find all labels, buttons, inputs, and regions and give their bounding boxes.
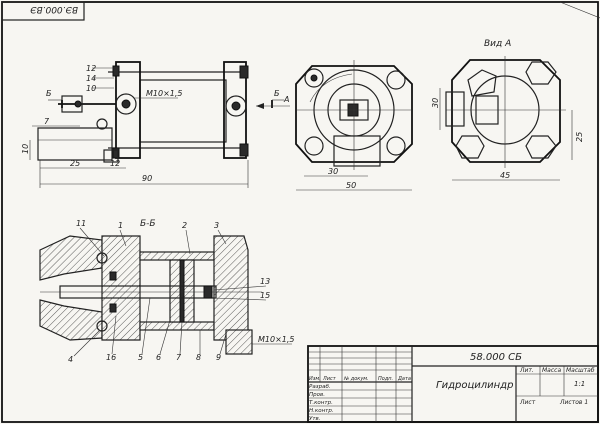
tb-mass: Масса — [542, 367, 561, 374]
section-callout-bottom-4: 6 — [156, 353, 161, 362]
title-code: 58.000 СБ — [470, 352, 522, 363]
section-callout-bottom-1: 4 — [68, 355, 73, 364]
front-thread-label: М10×1,5 — [146, 89, 183, 98]
arrow-a: А — [283, 95, 289, 104]
title-name: Гидроцилиндр — [436, 380, 513, 391]
section-view — [39, 235, 262, 355]
tb-head-izm: Изм. — [309, 376, 321, 382]
front-view-section-arrows: Б Б А — [46, 89, 290, 109]
tb-head-date: Дата — [397, 376, 411, 382]
side-view — [295, 60, 413, 170]
tb-scale: 1:1 — [574, 380, 585, 388]
section-callout-top-4: 3 — [214, 221, 219, 230]
section-callout-top-2: 1 — [118, 221, 123, 230]
section-callout-top-3: 2 — [182, 221, 187, 230]
dim-7: 7 — [44, 117, 50, 126]
callout-10: 10 — [86, 84, 96, 93]
view-a-label: Вид А — [484, 39, 511, 49]
section-callout-right-2: 15 — [260, 291, 270, 300]
view-a-dimensions: 30 25 45 — [431, 88, 584, 181]
front-view-dimensions: 7 10 25 12 90 — [21, 117, 249, 188]
section-callout-bottom-3: 5 — [138, 353, 143, 362]
section-callout-bottom-6: 8 — [196, 353, 201, 362]
callout-12: 12 — [86, 64, 96, 73]
side-dim-50: 50 — [346, 181, 356, 190]
front-view — [37, 61, 249, 163]
tb-row-utv: Утв. — [309, 416, 321, 422]
tb-row-razrab: Разраб. — [309, 384, 331, 390]
side-view-dimensions: 30 50 — [296, 167, 412, 191]
section-callout-right-1: 13 — [260, 277, 270, 286]
tb-scale-head: Масштаб — [566, 367, 595, 374]
view-a — [445, 56, 566, 168]
tb-head-list: Лист — [322, 376, 337, 382]
tb-lit: Лит. — [519, 367, 534, 374]
side-dim-30: 30 — [328, 167, 338, 176]
view-a-dim-45: 45 — [500, 171, 510, 180]
tb-head-doc: № докум. — [343, 376, 369, 382]
dim-12: 12 — [110, 159, 120, 168]
tb-row-nkontr: Н.контр. — [309, 408, 334, 414]
section-thread-label: М10×1,5 — [258, 335, 295, 344]
title-block — [307, 345, 599, 423]
section-label: Б-Б — [140, 219, 156, 229]
view-a-dim-30: 30 — [431, 98, 440, 108]
section-callout-top-1: 11 — [76, 219, 86, 228]
tb-head-sign: Подп. — [378, 376, 393, 382]
section-callout-bottom-2: 16 — [106, 353, 116, 362]
dim-10: 10 — [21, 144, 30, 154]
dim-25: 25 — [70, 159, 80, 168]
tb-row-tkontr: Т.контр. — [309, 400, 333, 406]
front-view-callouts: 12 14 10 М10×1,5 — [86, 64, 183, 99]
section-callout-bottom-7: 9 — [216, 353, 221, 362]
tb-sheet: Лист — [519, 399, 536, 406]
stamp-code: ВЭ.000.ВЭ — [29, 4, 78, 14]
arrow-b-left: Б — [46, 89, 52, 98]
dim-90: 90 — [142, 174, 152, 183]
section-callout-bottom-5: 7 — [176, 353, 182, 362]
arrow-b-right: Б — [274, 89, 280, 98]
callout-14: 14 — [86, 74, 96, 83]
tb-sheets: Листов 1 — [559, 399, 588, 406]
view-a-dim-25: 25 — [575, 132, 584, 142]
tb-row-prov: Пров. — [309, 392, 325, 398]
section-callouts: 11 1 2 3 13 15 4 16 5 6 7 8 9 М10×1,5 — [68, 219, 295, 364]
